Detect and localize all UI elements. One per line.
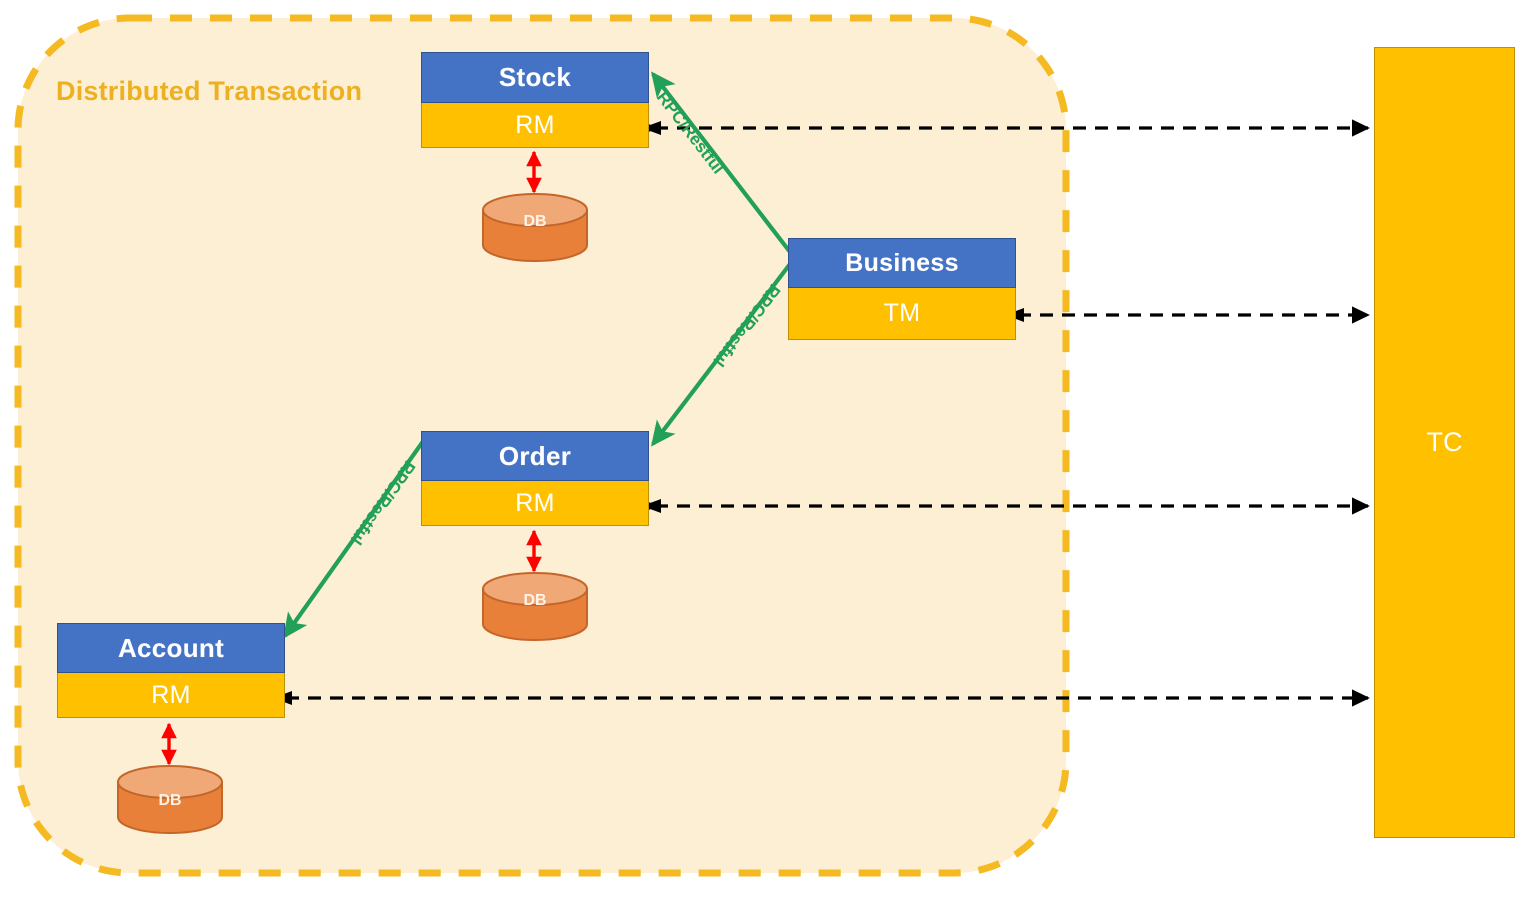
service-stock[interactable]: Stock RM: [421, 52, 649, 148]
service-business-name: Business: [788, 238, 1016, 288]
db-cylinder-stock: [482, 193, 588, 262]
service-account-name: Account: [57, 623, 285, 673]
tc-label: TC: [1426, 427, 1463, 457]
service-account[interactable]: Account RM: [57, 623, 285, 718]
transaction-coordinator-box[interactable]: TC: [1374, 47, 1515, 838]
rpc-order-to-account: [283, 438, 426, 639]
rpc-business-to-stock: [650, 71, 792, 254]
rpc-business-to-order: [650, 262, 792, 447]
service-order-name: Order: [421, 431, 649, 481]
db-cylinder-account: [117, 765, 223, 834]
service-business-role: TM: [788, 288, 1016, 340]
service-order[interactable]: Order RM: [421, 431, 649, 526]
service-stock-role: RM: [421, 103, 649, 148]
service-order-role: RM: [421, 481, 649, 526]
page-title: Distributed Transaction: [56, 76, 363, 106]
service-account-role: RM: [57, 673, 285, 718]
service-stock-name: Stock: [421, 52, 649, 103]
service-business[interactable]: Business TM: [788, 238, 1016, 340]
db-cylinder-order: [482, 572, 588, 641]
